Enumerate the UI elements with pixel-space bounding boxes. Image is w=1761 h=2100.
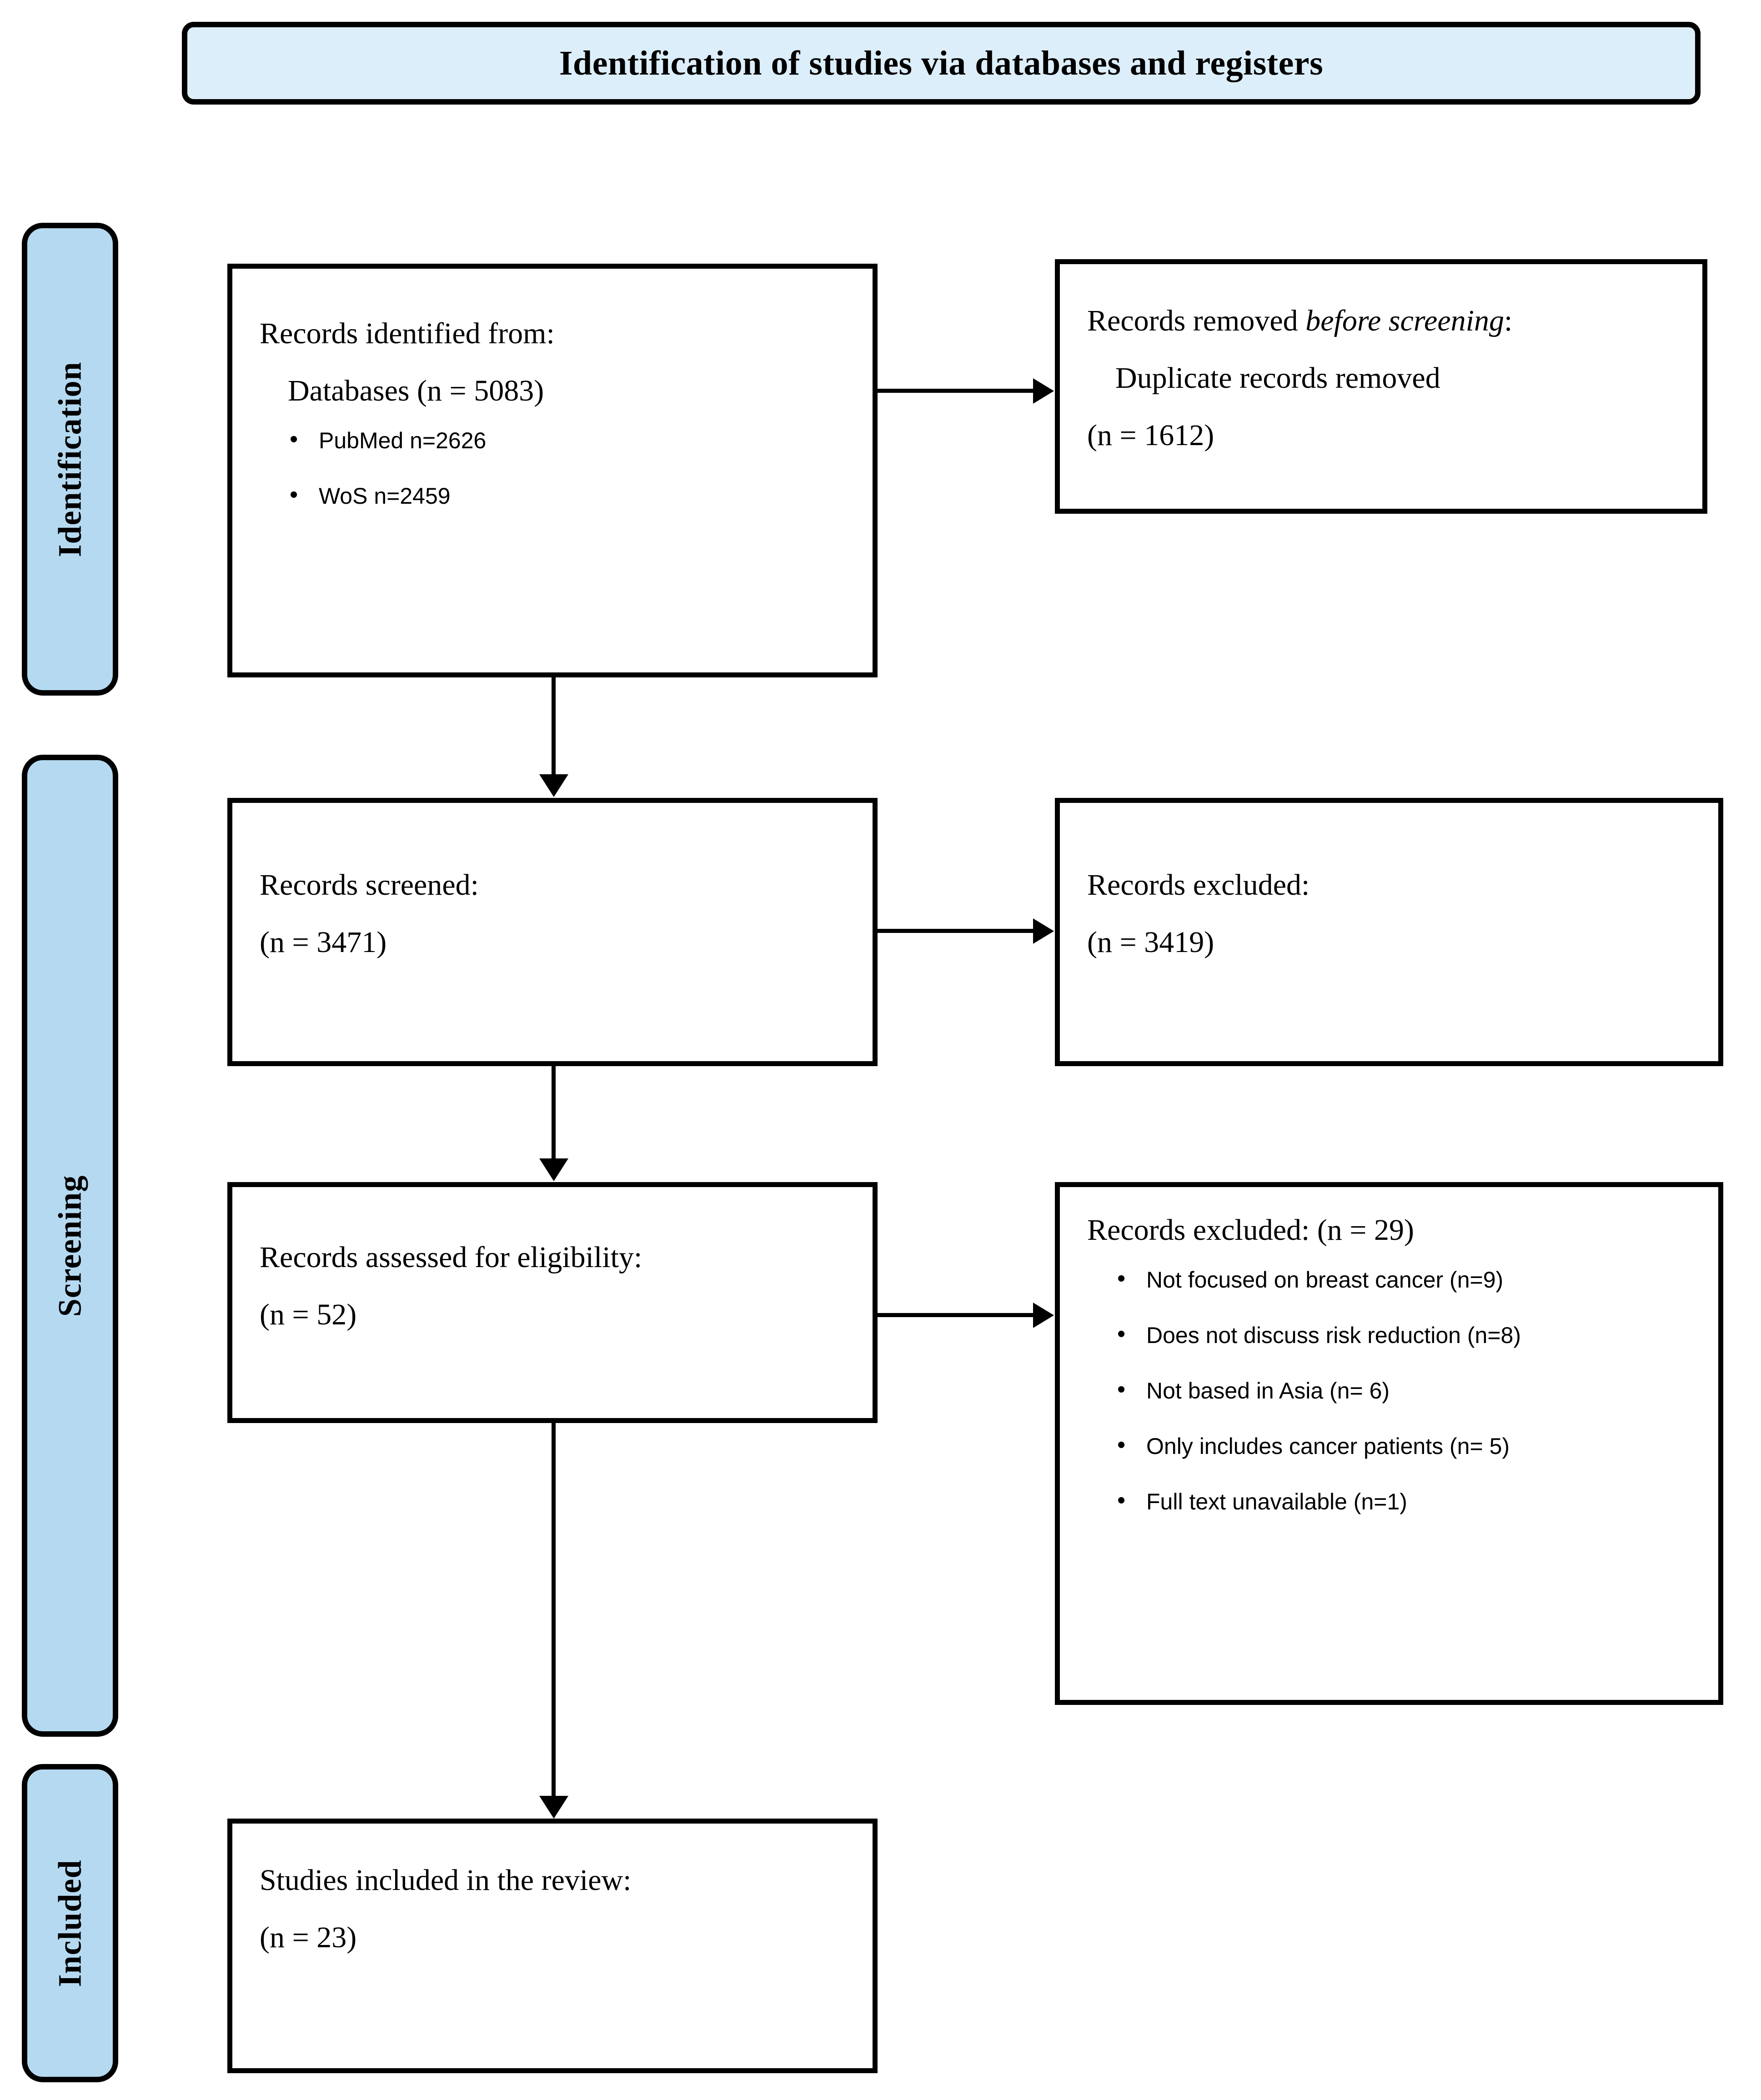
records-eligibility-count: (n = 52)	[260, 1298, 357, 1331]
list-item: Only includes cancer patients (n= 5)	[1117, 1430, 1691, 1461]
list-item: WoS n=2459	[290, 480, 845, 511]
records-identified-databases: Databases (n = 5083)	[288, 374, 544, 407]
stage-tab-identification: Identification	[22, 223, 118, 696]
stage-tab-included-label: Included	[51, 1859, 88, 1987]
diagram-header-banner: Identification of studies via databases …	[182, 22, 1701, 105]
records-eligibility-heading: Records assessed for eligibility:	[260, 1241, 642, 1274]
arrowhead-eligibility-to-excluded-reasons	[1033, 1303, 1054, 1328]
connector-screened-to-excluded	[878, 929, 1034, 933]
records-removed-heading-suffix: :	[1504, 304, 1513, 337]
list-item: Not focused on breast cancer (n=9)	[1117, 1263, 1691, 1294]
node-records-eligibility: Records assessed for eligibility: (n = 5…	[227, 1182, 878, 1423]
list-item: Not based in Asia (n= 6)	[1117, 1374, 1691, 1405]
connector-eligibility-to-excluded-reasons	[878, 1313, 1034, 1317]
records-removed-duplicates: Duplicate records removed	[1115, 361, 1440, 395]
connector-identified-to-removed	[878, 389, 1034, 393]
stage-tab-screening: Screening	[22, 755, 118, 1737]
node-records-screened: Records screened: (n = 3471)	[227, 798, 878, 1066]
list-item: PubMed n=2626	[290, 424, 845, 455]
connector-eligibility-to-included	[552, 1423, 556, 1798]
node-records-excluded-screening: Records excluded: (n = 3419)	[1055, 798, 1723, 1066]
stage-tab-identification-label: Identification	[51, 361, 88, 557]
arrowhead-identified-to-removed	[1033, 378, 1054, 404]
records-removed-heading-prefix: Records removed	[1087, 304, 1306, 337]
records-screened-count: (n = 3471)	[260, 925, 387, 959]
arrowhead-eligibility-to-included	[539, 1796, 568, 1819]
node-records-excluded-reasons: Records excluded: (n = 29) Not focused o…	[1055, 1182, 1723, 1705]
records-excluded-screening-heading: Records excluded:	[1087, 868, 1310, 902]
records-removed-heading-emphasis: before screening	[1305, 304, 1504, 337]
arrowhead-screened-to-eligibility	[539, 1158, 568, 1181]
arrowhead-identified-to-screened	[539, 774, 568, 797]
studies-included-heading: Studies included in the review:	[260, 1864, 632, 1897]
records-excluded-reasons-heading: Records excluded: (n = 29)	[1087, 1213, 1415, 1247]
list-item: Full text unavailable (n=1)	[1117, 1485, 1691, 1516]
node-records-identified: Records identified from: Databases (n = …	[227, 264, 878, 677]
records-removed-count: (n = 1612)	[1087, 418, 1214, 452]
records-excluded-screening-count: (n = 3419)	[1087, 925, 1214, 959]
diagram-title: Identification of studies via databases …	[559, 44, 1324, 82]
arrowhead-screened-to-excluded	[1033, 918, 1054, 944]
studies-included-count: (n = 23)	[260, 1920, 357, 1954]
records-identified-source-list: PubMed n=2626 WoS n=2459	[260, 424, 845, 511]
records-screened-heading: Records screened:	[260, 868, 479, 902]
list-item: Does not discuss risk reduction (n=8)	[1117, 1319, 1691, 1350]
connector-identified-to-screened	[552, 677, 556, 777]
node-studies-included: Studies included in the review: (n = 23)	[227, 1819, 878, 2073]
stage-tab-included: Included	[22, 1764, 118, 2082]
records-identified-heading: Records identified from:	[260, 317, 555, 350]
records-excluded-reasons-list: Not focused on breast cancer (n=9) Does …	[1087, 1263, 1691, 1516]
records-removed-heading: Records removed before screening:	[1087, 301, 1675, 341]
node-records-removed: Records removed before screening: Duplic…	[1055, 259, 1707, 514]
connector-screened-to-eligibility	[552, 1066, 556, 1161]
stage-tab-screening-label: Screening	[51, 1175, 88, 1317]
